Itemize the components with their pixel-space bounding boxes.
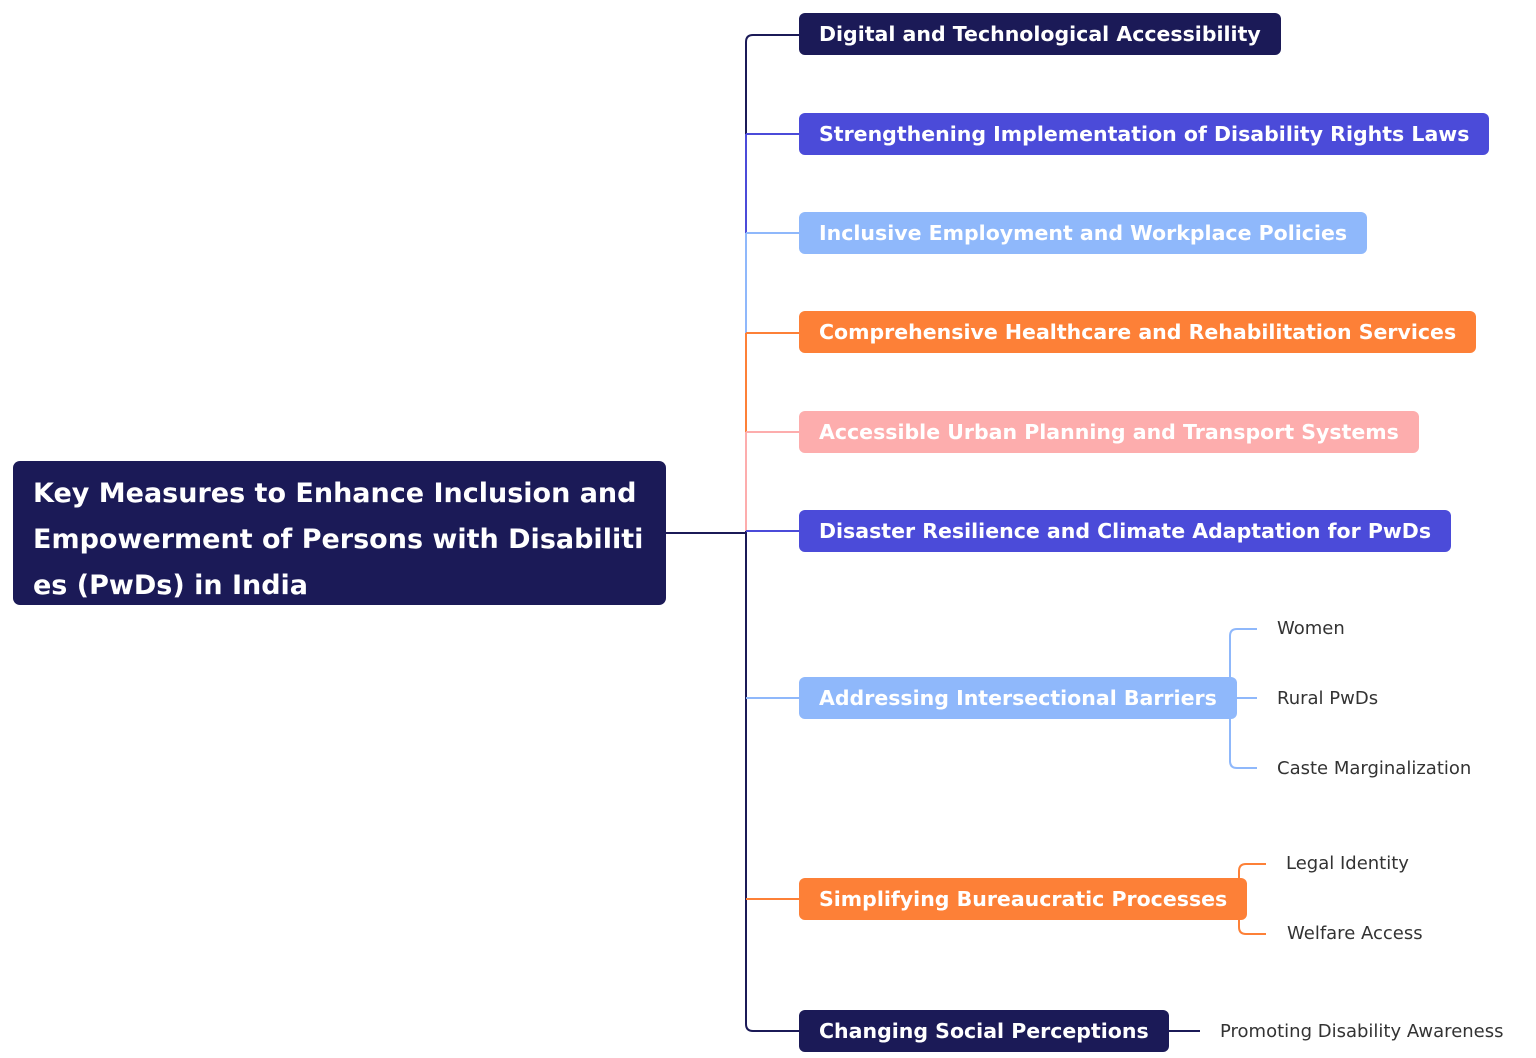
branch-disaster-resilience[interactable]: Disaster Resilience and Climate Adaptati… (799, 510, 1452, 552)
leaf-disability-awareness[interactable]: Promoting Disability Awareness (1220, 1021, 1504, 1042)
branch-disability-rights-laws[interactable]: Strengthening Implementation of Disabili… (799, 113, 1490, 155)
trunk-segment (745, 34, 799, 533)
leaf-rural-pwds[interactable]: Rural PwDs (1277, 688, 1379, 709)
trunk-segment (745, 533, 799, 1032)
root-topic[interactable]: Key Measures to Enhance Inclusion and Em… (13, 461, 666, 605)
leaf-legal-identity[interactable]: Legal Identity (1286, 853, 1409, 874)
branch-bureaucratic-processes[interactable]: Simplifying Bureaucratic Processes (799, 878, 1248, 920)
branch-inclusive-employment[interactable]: Inclusive Employment and Workplace Polic… (799, 212, 1368, 254)
leaf-caste-marginalization[interactable]: Caste Marginalization (1277, 758, 1472, 779)
leaf-welfare-access[interactable]: Welfare Access (1287, 923, 1423, 944)
branch-digital-accessibility[interactable]: Digital and Technological Accessibility (799, 13, 1281, 55)
branch-healthcare-rehabilitation[interactable]: Comprehensive Healthcare and Rehabilitat… (799, 311, 1477, 353)
leaf-women[interactable]: Women (1277, 618, 1345, 639)
branch-social-perceptions[interactable]: Changing Social Perceptions (799, 1010, 1169, 1052)
branch-urban-planning-transport[interactable]: Accessible Urban Planning and Transport … (799, 411, 1419, 453)
branch-intersectional-barriers[interactable]: Addressing Intersectional Barriers (799, 677, 1237, 719)
